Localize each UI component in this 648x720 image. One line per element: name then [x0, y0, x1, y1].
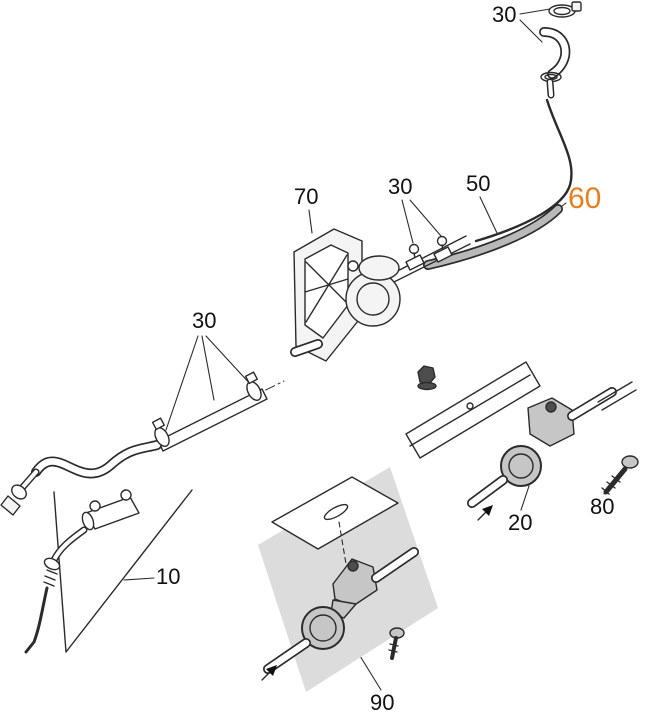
screw-icon	[601, 455, 639, 495]
part-label-80[interactable]: 80	[590, 494, 615, 519]
part-30-hose-assembly-left	[0, 371, 285, 516]
direction-arrow-icon	[477, 505, 493, 521]
part-30-elbow-hose	[539, 1, 582, 99]
screw-icon	[388, 627, 405, 660]
part-50-cable	[474, 98, 573, 243]
callout-wedge	[53, 489, 193, 653]
part-label-30-top[interactable]: 30	[492, 2, 517, 27]
part-label-70[interactable]: 70	[294, 184, 319, 209]
part-20-assembly	[405, 361, 639, 521]
nut-icon	[417, 365, 437, 391]
direction-arrow-icon	[261, 665, 277, 681]
part-label-20[interactable]: 20	[508, 510, 533, 535]
part-label-90[interactable]: 90	[370, 690, 395, 715]
part-label-10[interactable]: 10	[156, 564, 181, 589]
part-90-assembly	[258, 467, 438, 692]
part-label-30-mid[interactable]: 30	[388, 174, 413, 199]
part-60-hose	[423, 204, 563, 270]
part-30-cable-clamps	[371, 235, 471, 293]
part-label-30-left[interactable]: 30	[192, 308, 217, 333]
part-70-bracket	[290, 228, 401, 362]
part-10-assembly	[24, 489, 193, 654]
part-label-60-highlighted[interactable]: 60	[568, 182, 602, 215]
part-label-50[interactable]: 50	[466, 171, 491, 196]
